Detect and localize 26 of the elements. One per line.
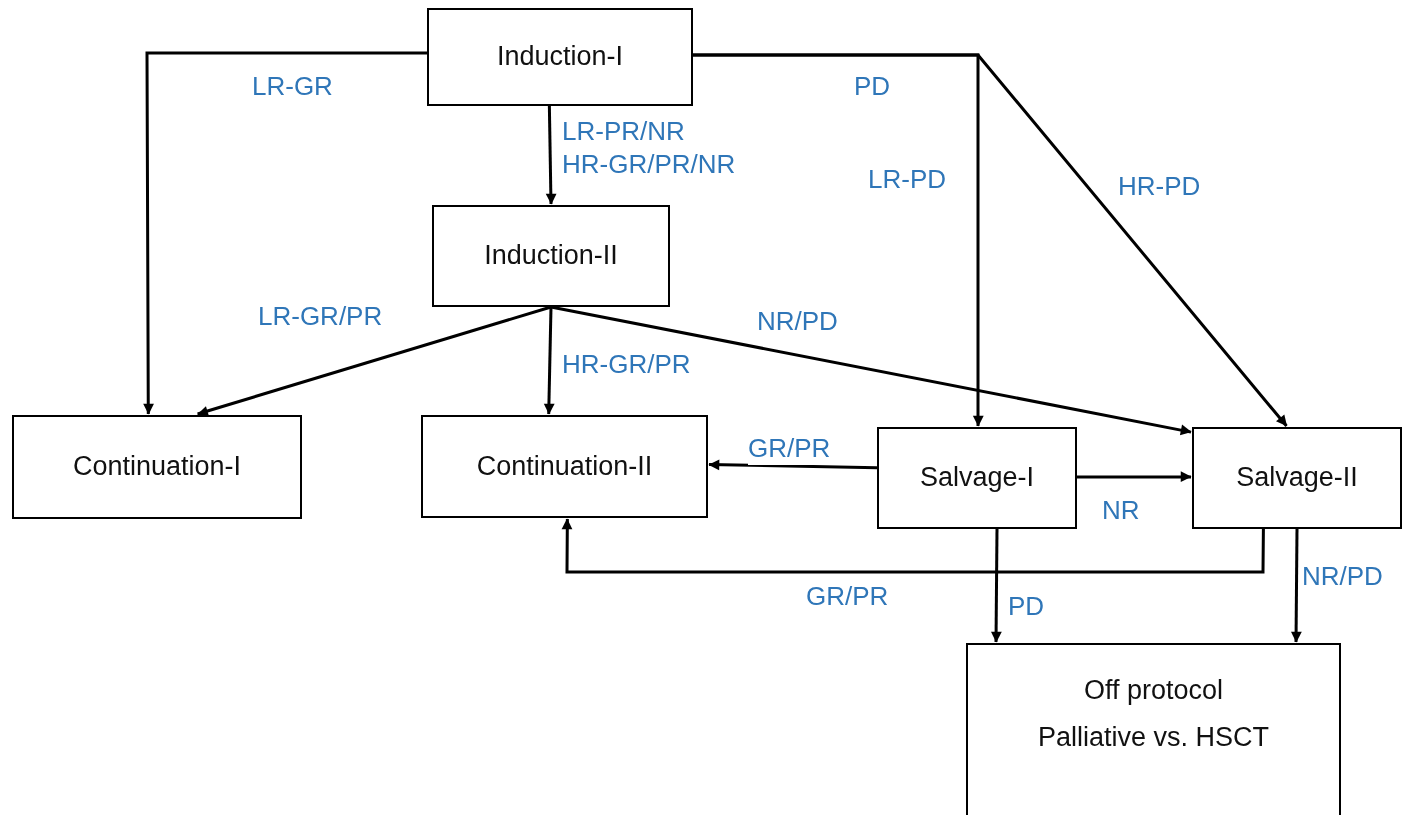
arrow <box>550 305 1192 436</box>
arrow <box>708 459 878 471</box>
process-box <box>427 8 693 106</box>
process-box <box>421 415 708 518</box>
process-box <box>1192 427 1402 529</box>
arrow <box>693 53 1288 427</box>
node-text: Continuation-II <box>476 449 653 483</box>
node-text: Induction-I <box>496 40 624 74</box>
process-box <box>877 427 1077 529</box>
arrow <box>1291 529 1302 643</box>
node-text: Continuation-I <box>72 450 242 484</box>
arrow <box>545 105 557 205</box>
arrow <box>143 51 427 415</box>
node-text: Salvage-I <box>919 461 1035 495</box>
node-text: Salvage-II <box>1236 461 1358 495</box>
process-box <box>966 643 1341 815</box>
process-box <box>432 205 670 307</box>
arrow <box>1077 471 1192 483</box>
node-text: Off protocol <box>1083 674 1224 707</box>
process-box <box>12 415 302 519</box>
arrow <box>991 529 1002 643</box>
arrow <box>543 306 555 415</box>
arrow <box>561 518 1265 574</box>
node-text: Palliative vs. HSCT <box>1037 721 1270 755</box>
node-text: Induction-II <box>484 239 618 273</box>
arrow <box>197 305 552 417</box>
